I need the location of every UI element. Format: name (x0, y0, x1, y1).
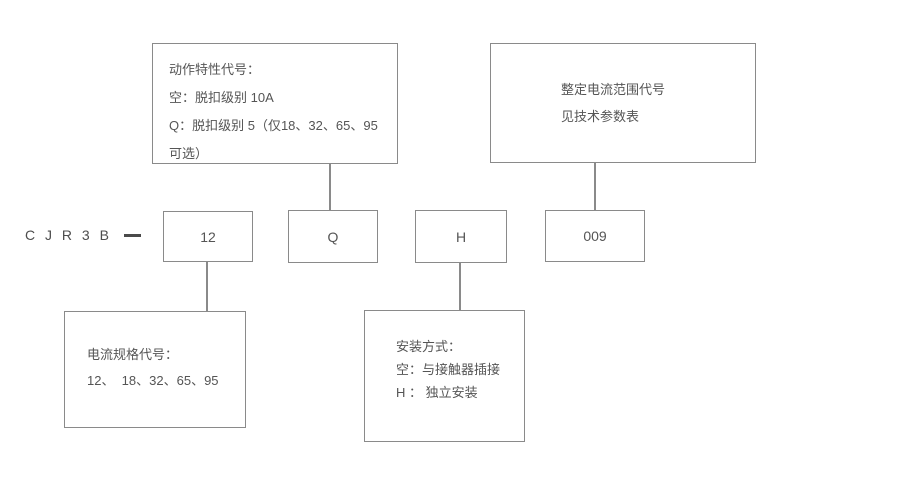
callout-text-line: 空：与接触器插接 (396, 362, 501, 377)
callout-text-line: 12、 18、32、65、95 (87, 373, 219, 388)
callout-text-line: Q：脱扣级别 5（仅18、32、65、95 (169, 118, 378, 133)
current-spec-callout-box: 电流规格代号： 12、 18、32、65、95 (64, 311, 246, 428)
code-box-setting-current-range: 009 (545, 210, 645, 262)
connector-line-12-to-current (206, 262, 208, 311)
code-box-action-characteristic: Q (288, 210, 378, 263)
code-box-current-spec: 12 (163, 211, 253, 262)
setting-current-range-callout-box: 整定电流范围代号 见技术参数表 (490, 43, 756, 163)
code-box-mounting: H (415, 210, 507, 263)
callout-text-line: 可选） (169, 146, 209, 161)
action-characteristic-callout-box: 动作特性代号： 空：脱扣级别 10A Q：脱扣级别 5（仅18、32、65、95… (152, 43, 398, 164)
code-value: 009 (583, 228, 607, 244)
callout-text-line: H ： 独立安装 (396, 385, 478, 400)
callout-text-line: 电流规格代号： (87, 347, 179, 362)
callout-text-line: 动作特性代号： (169, 62, 261, 77)
code-value: 12 (200, 228, 216, 245)
callout-text-line: 整定电流范围代号 (561, 82, 666, 97)
callout-text-line: 安装方式： (396, 339, 462, 354)
dash-separator (124, 234, 141, 237)
callout-text-line: 空：脱扣级别 10A (169, 90, 274, 105)
callout-text-line: 见技术参数表 (561, 109, 640, 124)
code-value: Q (327, 228, 339, 245)
model-prefix-label: C J R 3 B (25, 227, 112, 243)
connector-line-action-to-q (329, 164, 331, 210)
mounting-callout-box: 安装方式： 空：与接触器插接 H ： 独立安装 (364, 310, 525, 442)
connector-line-h-to-mounting (459, 263, 461, 310)
code-value: H (455, 228, 467, 245)
connector-line-range-to-009 (594, 163, 596, 210)
